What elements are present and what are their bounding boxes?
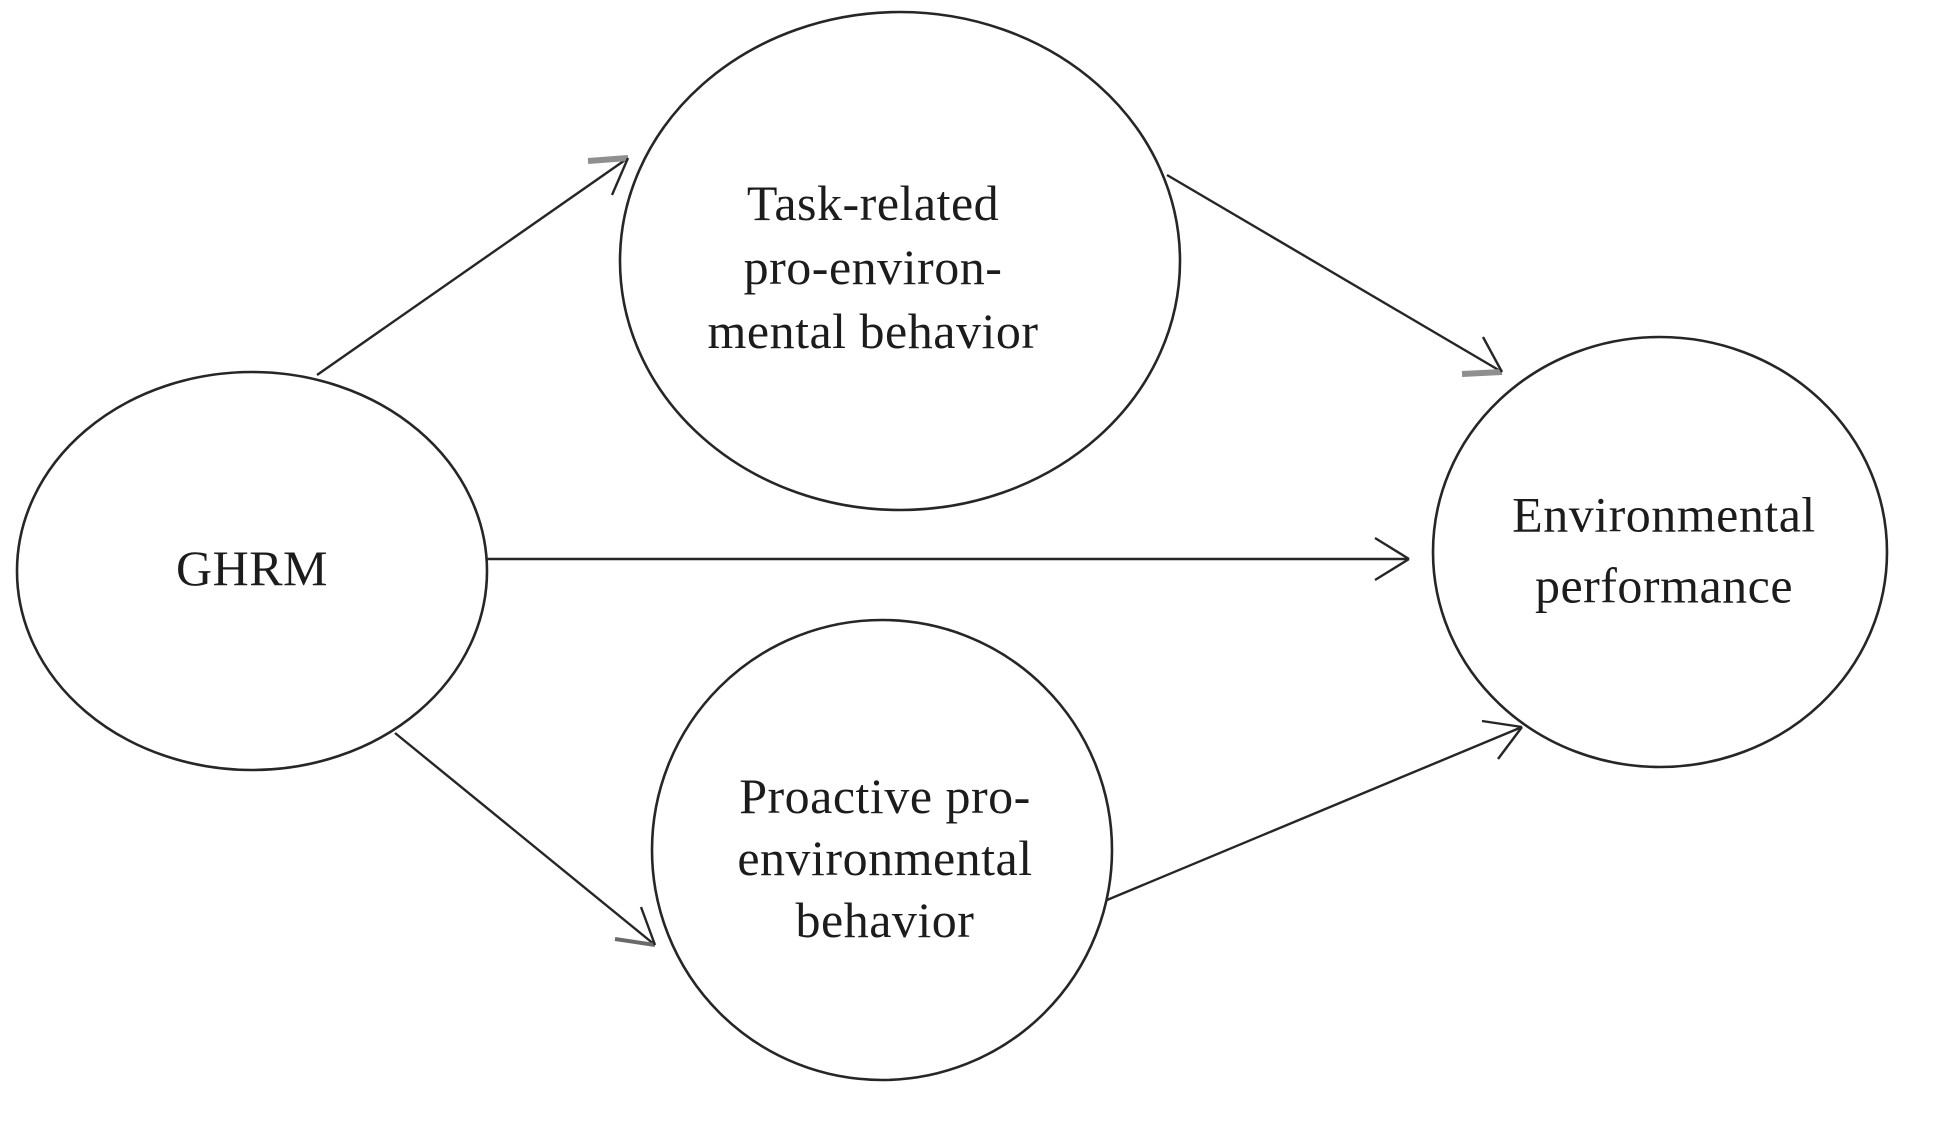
- arrowhead-barb: [1374, 536, 1410, 561]
- arrow-shaft: [1166, 173, 1503, 374]
- ghrm-circle: [15, 370, 489, 772]
- task-peb-circle: [618, 10, 1182, 512]
- arrowhead-barb: [1497, 726, 1523, 760]
- arrowhead-barb: [614, 937, 656, 947]
- arrow-shaft: [394, 732, 656, 946]
- arrow-task-peb-to-env-perf: [1166, 173, 1504, 377]
- arrow-ghrm-to-task-peb: [316, 155, 630, 376]
- arrow-shaft: [1106, 725, 1523, 902]
- arrowhead-barb: [1374, 557, 1410, 582]
- arrowhead-barb: [639, 906, 657, 946]
- env-perf-circle: [1431, 335, 1889, 769]
- arrow-proactive-peb-to-env-perf: [1106, 719, 1523, 902]
- arrow-ghrm-to-proactive-peb: [394, 732, 657, 947]
- proactive-peb-circle: [650, 618, 1114, 1082]
- arrowhead-barb: [1481, 719, 1523, 729]
- arrow-ghrm-to-env-perf: [487, 536, 1410, 582]
- arrowhead-barb: [610, 157, 630, 196]
- arrowhead-barb: [1481, 336, 1504, 373]
- arrowhead-barb: [587, 155, 629, 164]
- arrowhead-barb: [1461, 369, 1503, 377]
- arrow-shaft: [316, 157, 629, 376]
- node-ghrm: GHRM: [15, 370, 489, 772]
- ghrm-label: GHRM: [176, 540, 328, 596]
